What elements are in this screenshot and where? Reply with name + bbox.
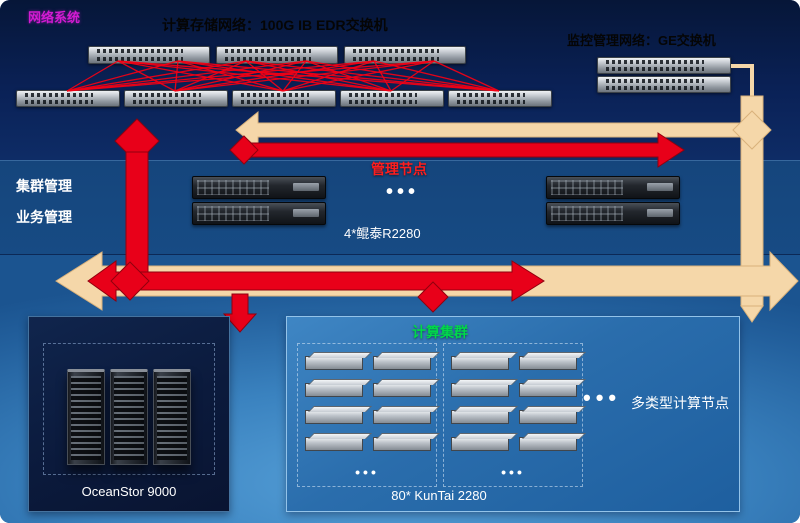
compute-server — [305, 410, 363, 424]
compute-storage-network-title: 计算存储网络：100G IB EDR交换机 — [162, 17, 388, 33]
compute-server — [305, 437, 363, 451]
compute-server — [373, 437, 431, 451]
storage-rack — [110, 369, 148, 465]
compute-node-types-label: 多类型计算节点 — [631, 395, 729, 411]
compute-server — [373, 356, 431, 370]
compute-server — [451, 383, 509, 397]
compute-server — [451, 410, 509, 424]
ib-switch-bottom-1 — [16, 90, 120, 107]
ge-switch-1 — [597, 57, 731, 74]
network-system-label: 网络系统 — [28, 10, 81, 25]
compute-server — [305, 383, 363, 397]
compute-cluster-title: 计算集群 — [412, 324, 468, 340]
management-ellipsis: ••• — [386, 181, 420, 203]
management-server — [192, 202, 326, 225]
compute-server — [519, 383, 577, 397]
compute-group-ellipsis: ••• — [355, 464, 379, 480]
storage-label: OceanStor 9000 — [81, 484, 177, 499]
ib-switch-top-3 — [344, 46, 466, 64]
ib-switch-top-1 — [88, 46, 210, 64]
storage-rack — [67, 369, 105, 465]
management-server — [192, 176, 326, 199]
compute-server — [451, 356, 509, 370]
compute-server — [373, 410, 431, 424]
ib-switch-bottom-5 — [448, 90, 552, 107]
compute-server — [519, 437, 577, 451]
compute-server-group-2: ••• — [443, 343, 583, 487]
ib-switch-bottom-4 — [340, 90, 444, 107]
compute-cluster-panel: 计算集群 ••• — [286, 316, 740, 512]
management-nodes-title: 管理节点 — [371, 161, 427, 177]
compute-server-grid — [444, 344, 582, 451]
cluster-management-label: 集群管理 — [16, 178, 72, 194]
ib-switch-bottom-3 — [232, 90, 336, 107]
management-model-label: 4*鲲泰R2280 — [344, 226, 421, 241]
storage-panel: OceanStor 9000 — [28, 316, 230, 512]
ib-switch-top-2 — [216, 46, 338, 64]
compute-server — [305, 356, 363, 370]
compute-model-label: 80* KunTai 2280 — [391, 488, 487, 503]
ge-switch-2 — [597, 76, 731, 93]
monitor-network-title: 监控管理网络：GE交换机 — [567, 33, 716, 48]
compute-group-ellipsis: ••• — [501, 464, 525, 480]
compute-server-group-1: ••• — [297, 343, 437, 487]
compute-side-ellipsis: ••• — [583, 385, 622, 410]
compute-server — [519, 356, 577, 370]
business-management-label: 业务管理 — [16, 209, 72, 225]
management-server — [546, 202, 680, 225]
storage-dashed-outline — [43, 343, 215, 475]
compute-server — [519, 410, 577, 424]
compute-server-grid — [298, 344, 436, 451]
ib-switch-bottom-2 — [124, 90, 228, 107]
compute-server — [451, 437, 509, 451]
storage-rack — [153, 369, 191, 465]
compute-server — [373, 383, 431, 397]
management-server — [546, 176, 680, 199]
